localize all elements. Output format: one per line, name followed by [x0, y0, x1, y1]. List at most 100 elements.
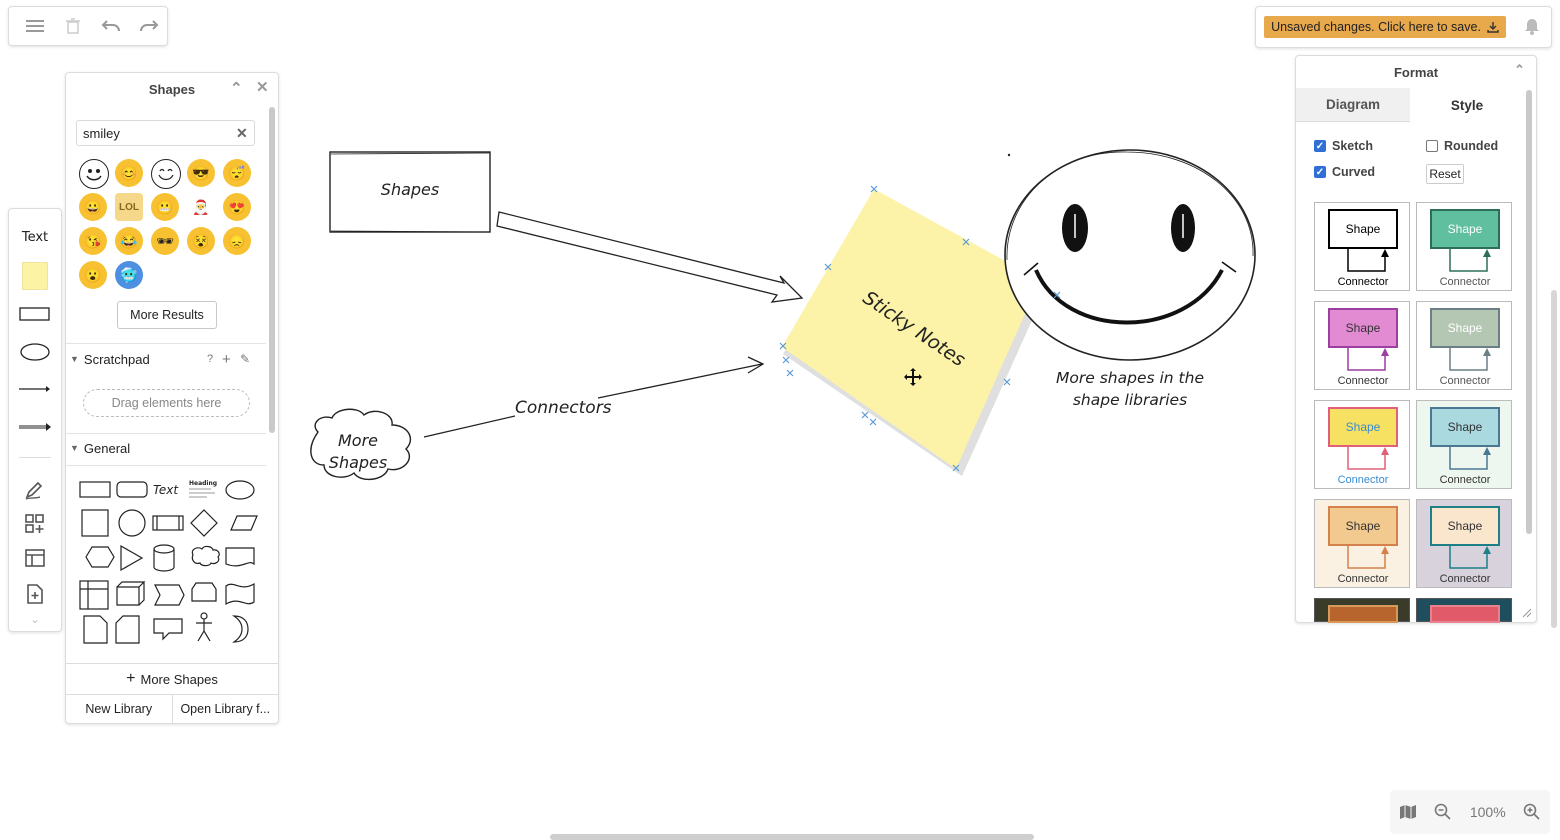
general-section[interactable]: ▼ General: [66, 434, 266, 462]
open-library-button[interactable]: Open Library f...: [180, 702, 271, 716]
sad-smiley-result[interactable]: 😞: [223, 227, 251, 255]
shape-search-input[interactable]: [76, 120, 255, 146]
swatch-shape-label: Shape: [1430, 407, 1500, 447]
more-shapes-button[interactable]: + More Shapes: [66, 663, 278, 694]
redo-icon[interactable]: [135, 12, 163, 40]
add-shapes-tool[interactable]: [9, 513, 61, 535]
lol-smiley-result[interactable]: LOL: [115, 193, 143, 221]
cold-smiley-result[interactable]: 🥶: [115, 261, 143, 289]
new-page-icon: [27, 584, 43, 604]
close-icon[interactable]: ✕: [256, 79, 269, 96]
chevron-down-icon[interactable]: ⌄: [30, 613, 40, 626]
cool-smiley-result[interactable]: 🕶: [151, 227, 179, 255]
shapes-box-label: Shapes: [380, 180, 440, 199]
shapes-grid-icon: [25, 514, 44, 533]
rounded-checkbox[interactable]: Rounded: [1426, 139, 1498, 153]
zoom-level[interactable]: 100%: [1469, 804, 1506, 820]
tab-style[interactable]: Style: [1410, 88, 1524, 122]
undo-icon[interactable]: [97, 12, 125, 40]
swatch-connector-label: Connector: [1337, 276, 1389, 288]
horizontal-scrollbar[interactable]: [550, 834, 1034, 840]
unsaved-changes-button[interactable]: Unsaved changes. Click here to save.: [1264, 16, 1506, 38]
swatch-connector-label: Connector: [1439, 276, 1491, 288]
notification-bell-icon[interactable]: [1524, 17, 1540, 38]
collapse-icon[interactable]: ⌃: [230, 80, 243, 97]
add-icon[interactable]: +: [222, 350, 231, 368]
style-swatch-partial[interactable]: [1314, 598, 1410, 623]
menu-icon[interactable]: [21, 12, 49, 40]
more-results-button[interactable]: More Results: [117, 301, 217, 329]
shapes-scrollbar[interactable]: [269, 107, 275, 433]
sketch-checkbox[interactable]: ✓ Sketch: [1314, 139, 1373, 153]
zoom-out-icon[interactable]: [1434, 803, 1452, 821]
text-tool[interactable]: Text: [9, 227, 61, 247]
collapse-icon[interactable]: ⌃: [1514, 62, 1525, 77]
clear-search-icon[interactable]: ✕: [236, 125, 248, 141]
shapes-rectangle[interactable]: [329, 151, 491, 233]
cloud-shape[interactable]: [310, 408, 411, 480]
connectors-label: Connectors: [515, 398, 612, 418]
grimacing-smiley-result[interactable]: 😬: [151, 193, 179, 221]
resize-handle-icon[interactable]: [1522, 608, 1532, 618]
map-icon[interactable]: [1399, 803, 1417, 821]
sticky-note-tool[interactable]: [9, 261, 61, 291]
vertical-scrollbar[interactable]: [1551, 290, 1557, 628]
line-tool[interactable]: [9, 381, 61, 397]
dizzy-smiley-result[interactable]: 😵: [187, 227, 215, 255]
smiley-outline-result[interactable]: [79, 159, 109, 189]
format-scrollbar[interactable]: [1526, 90, 1532, 534]
help-icon[interactable]: ?: [207, 353, 214, 365]
style-swatch-partial[interactable]: [1416, 598, 1512, 623]
curved-label: Curved: [1332, 165, 1376, 179]
reset-button[interactable]: Reset: [1426, 164, 1464, 184]
grinning-smiley-result[interactable]: 😀: [79, 193, 107, 221]
swatch-connector-label: Connector: [1439, 573, 1491, 585]
delete-icon[interactable]: [59, 12, 87, 40]
zoom-in-icon[interactable]: [1523, 803, 1541, 821]
smiley-caption-line-1: More shapes in the: [1056, 369, 1204, 387]
new-library-button[interactable]: New Library: [66, 695, 173, 723]
kissing-smiley-result[interactable]: 😘: [79, 227, 107, 255]
scratchpad-drop-zone[interactable]: Drag elements here: [83, 389, 250, 417]
heart-eyes-smiley-result[interactable]: 😍: [223, 193, 251, 221]
edit-icon[interactable]: ✎: [240, 352, 251, 366]
rectangle-tool[interactable]: [9, 304, 61, 324]
curved-checkbox[interactable]: ✓ Curved: [1314, 165, 1375, 179]
smiley-face-shape[interactable]: [1004, 149, 1256, 361]
connector-tool[interactable]: [9, 419, 61, 435]
general-shapes-grid[interactable]: Text Heading: [76, 473, 266, 663]
sticky-note[interactable]: [779, 185, 1047, 476]
scratchpad-section[interactable]: ▼ Scratchpad ? + ✎: [66, 345, 266, 373]
sleeping-smiley-result[interactable]: 😴: [223, 159, 251, 187]
blushing-smiley-result[interactable]: 😊: [115, 159, 143, 187]
santa-smiley-result[interactable]: 🎅: [187, 193, 215, 221]
left-tool-palette: Text ⌄: [8, 208, 62, 632]
swatch-shape-label: Shape: [1328, 506, 1398, 546]
surprised-smiley-result[interactable]: 😮: [79, 261, 107, 289]
tab-diagram[interactable]: Diagram: [1296, 88, 1410, 122]
smiley-thin-result[interactable]: [151, 159, 181, 189]
block-arrow[interactable]: [496, 211, 804, 303]
table-tool[interactable]: [9, 547, 61, 569]
laughing-smiley-result[interactable]: 😂: [115, 227, 143, 255]
rectangle-icon: [19, 307, 50, 321]
swatch-connector-label: Connector: [1439, 474, 1491, 486]
template-tool[interactable]: [9, 583, 61, 605]
freehand-tool[interactable]: [9, 479, 61, 501]
ellipse-tool[interactable]: [9, 341, 61, 363]
unsaved-changes-label: Unsaved changes. Click here to save.: [1271, 20, 1481, 34]
swatch-shape-label: Shape: [1430, 209, 1500, 249]
rounded-label: Rounded: [1444, 139, 1499, 153]
sunglasses-smiley-result[interactable]: 😎: [187, 159, 215, 187]
connector-line[interactable]: [423, 363, 763, 438]
save-banner: Unsaved changes. Click here to save.: [1255, 6, 1552, 48]
